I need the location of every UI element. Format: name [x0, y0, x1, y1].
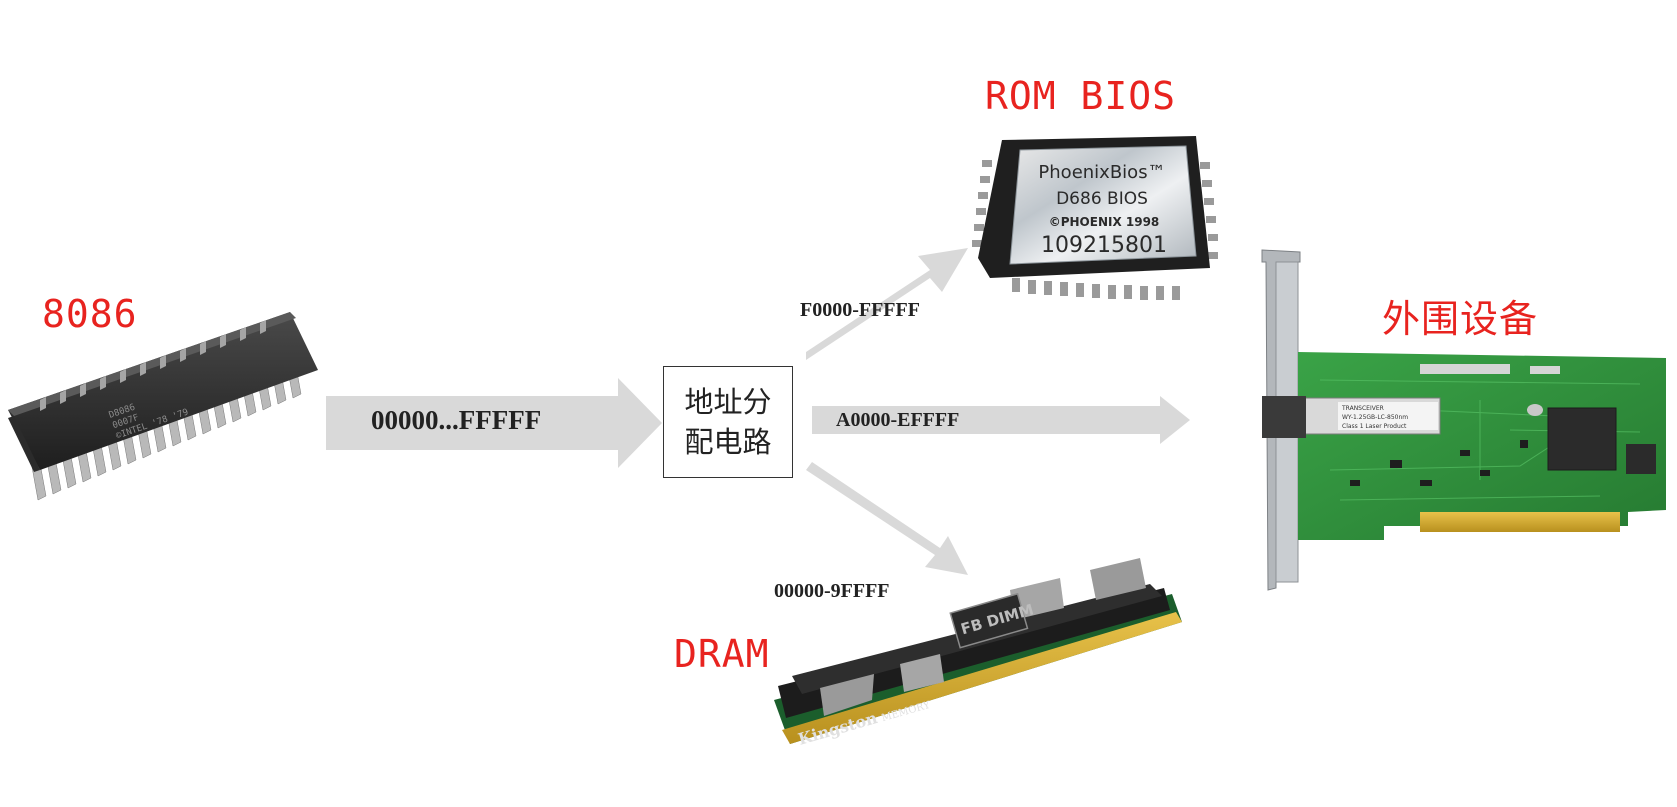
- peripheral-card-image: TRANSCEIVER WY-1.25GB-LC-850nm Class 1 L…: [1261, 249, 1666, 591]
- rom-chip-line4: 109215801: [1041, 233, 1167, 258]
- address-decoder-box: 地址分 配电路: [663, 366, 793, 478]
- decoder-line-1: 地址分: [684, 385, 772, 419]
- rom-chip-image: PhoenixBios™ D686 BIOS ©PHOENIX 1998 109…: [972, 136, 1218, 300]
- transceiver-label-line3: Class 1 Laser Product: [1342, 423, 1407, 430]
- arrow-to-dram: [806, 462, 968, 575]
- arrow-cpu-to-decoder: [326, 378, 662, 468]
- rom-chip-line2: D686 BIOS: [1056, 189, 1148, 209]
- dram-label: DRAM: [674, 632, 770, 676]
- dram-module-image: FB DIMM Kingston MEMORY: [774, 558, 1182, 749]
- rom-chip-line1: PhoenixBios™: [1038, 162, 1165, 183]
- rom-chip-line3: ©PHOENIX 1998: [1049, 215, 1160, 229]
- cpu-label: 8086: [42, 292, 138, 336]
- arrow-to-rom: [806, 248, 968, 360]
- edge-label-to-rom: F0000-FFFFF: [800, 299, 920, 321]
- decoder-line-2: 配电路: [684, 425, 772, 459]
- transceiver-label-line2: WY-1.25GB-LC-850nm: [1342, 414, 1408, 421]
- rom-label: ROM BIOS: [985, 74, 1177, 118]
- edge-label-to-dram: 00000-9FFFF: [774, 580, 890, 602]
- edge-label-to-peripheral: A0000-EFFFF: [836, 409, 960, 431]
- arrow-to-peripheral: [812, 396, 1190, 444]
- edge-label-cpu-to-decoder: 00000...FFFFF: [371, 405, 542, 435]
- cpu-chip-image: D8086 0007F ©INTEL '78 '79: [8, 312, 318, 501]
- transceiver-label-line1: TRANSCEIVER: [1341, 405, 1384, 412]
- peripheral-label: 外围设备: [1382, 297, 1539, 341]
